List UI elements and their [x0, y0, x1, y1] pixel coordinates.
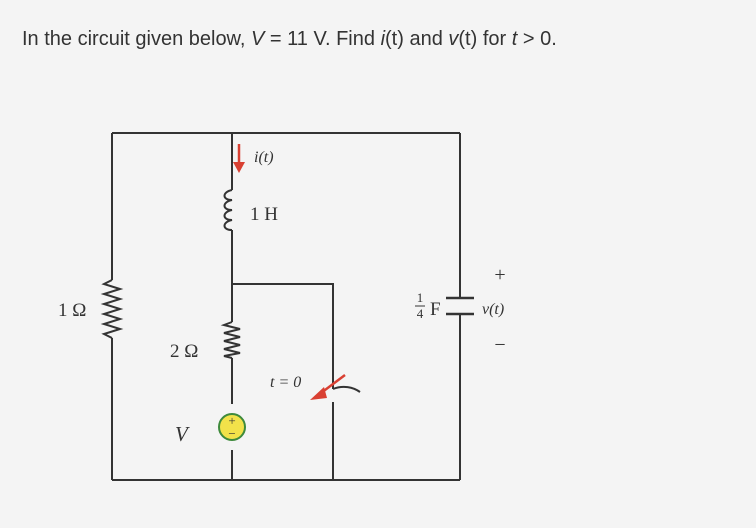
vt-label: v(t)	[482, 301, 504, 318]
inductor-label: 1 H	[250, 204, 278, 225]
question-i-arg: (t)	[385, 28, 404, 50]
source-plus-sign: +	[228, 413, 235, 428]
capacitor-icon	[446, 296, 474, 316]
switch-contact-icon	[332, 385, 361, 393]
switch-arrowhead-icon	[310, 387, 327, 400]
question-for: for	[477, 28, 512, 50]
current-label: i(t)	[254, 149, 274, 166]
question-vt-arg: (t)	[458, 28, 478, 50]
source-minus-sign: −	[228, 426, 235, 441]
resistor-2ohm	[220, 321, 241, 359]
voltage-source-icon	[218, 413, 246, 441]
r2-label: 2 Ω	[170, 341, 198, 362]
question-vt-symbol: v	[448, 28, 459, 50]
switch-label: t = 0	[270, 374, 301, 391]
inductor-1h	[223, 189, 233, 231]
circuit-wires	[111, 132, 461, 481]
source-label: V	[175, 422, 190, 446]
question-v-value: = 11 V. Find	[264, 28, 381, 50]
question-t-symbol: t	[511, 28, 518, 50]
question-v-symbol: V	[251, 28, 265, 50]
r1-label: 1 Ω	[58, 300, 86, 321]
wire-switch-top	[232, 283, 334, 389]
question-and: and	[403, 28, 449, 50]
question-text: In the circuit given below, V = 11 V. Fi…	[22, 28, 557, 51]
question-i-symbol: i	[380, 28, 386, 50]
current-arrowhead-icon	[233, 162, 245, 173]
question-prefix: In the circuit given below,	[22, 28, 252, 50]
cap-unit-label: F	[430, 299, 441, 320]
vt-minus-sign: −	[494, 334, 505, 356]
cap-fraction-numerator: 1	[417, 290, 424, 305]
resistor-1ohm	[100, 279, 124, 339]
vt-plus-sign: +	[494, 264, 505, 286]
cap-fraction-denominator: 4	[417, 306, 424, 321]
question-condition: > 0.	[517, 28, 557, 50]
